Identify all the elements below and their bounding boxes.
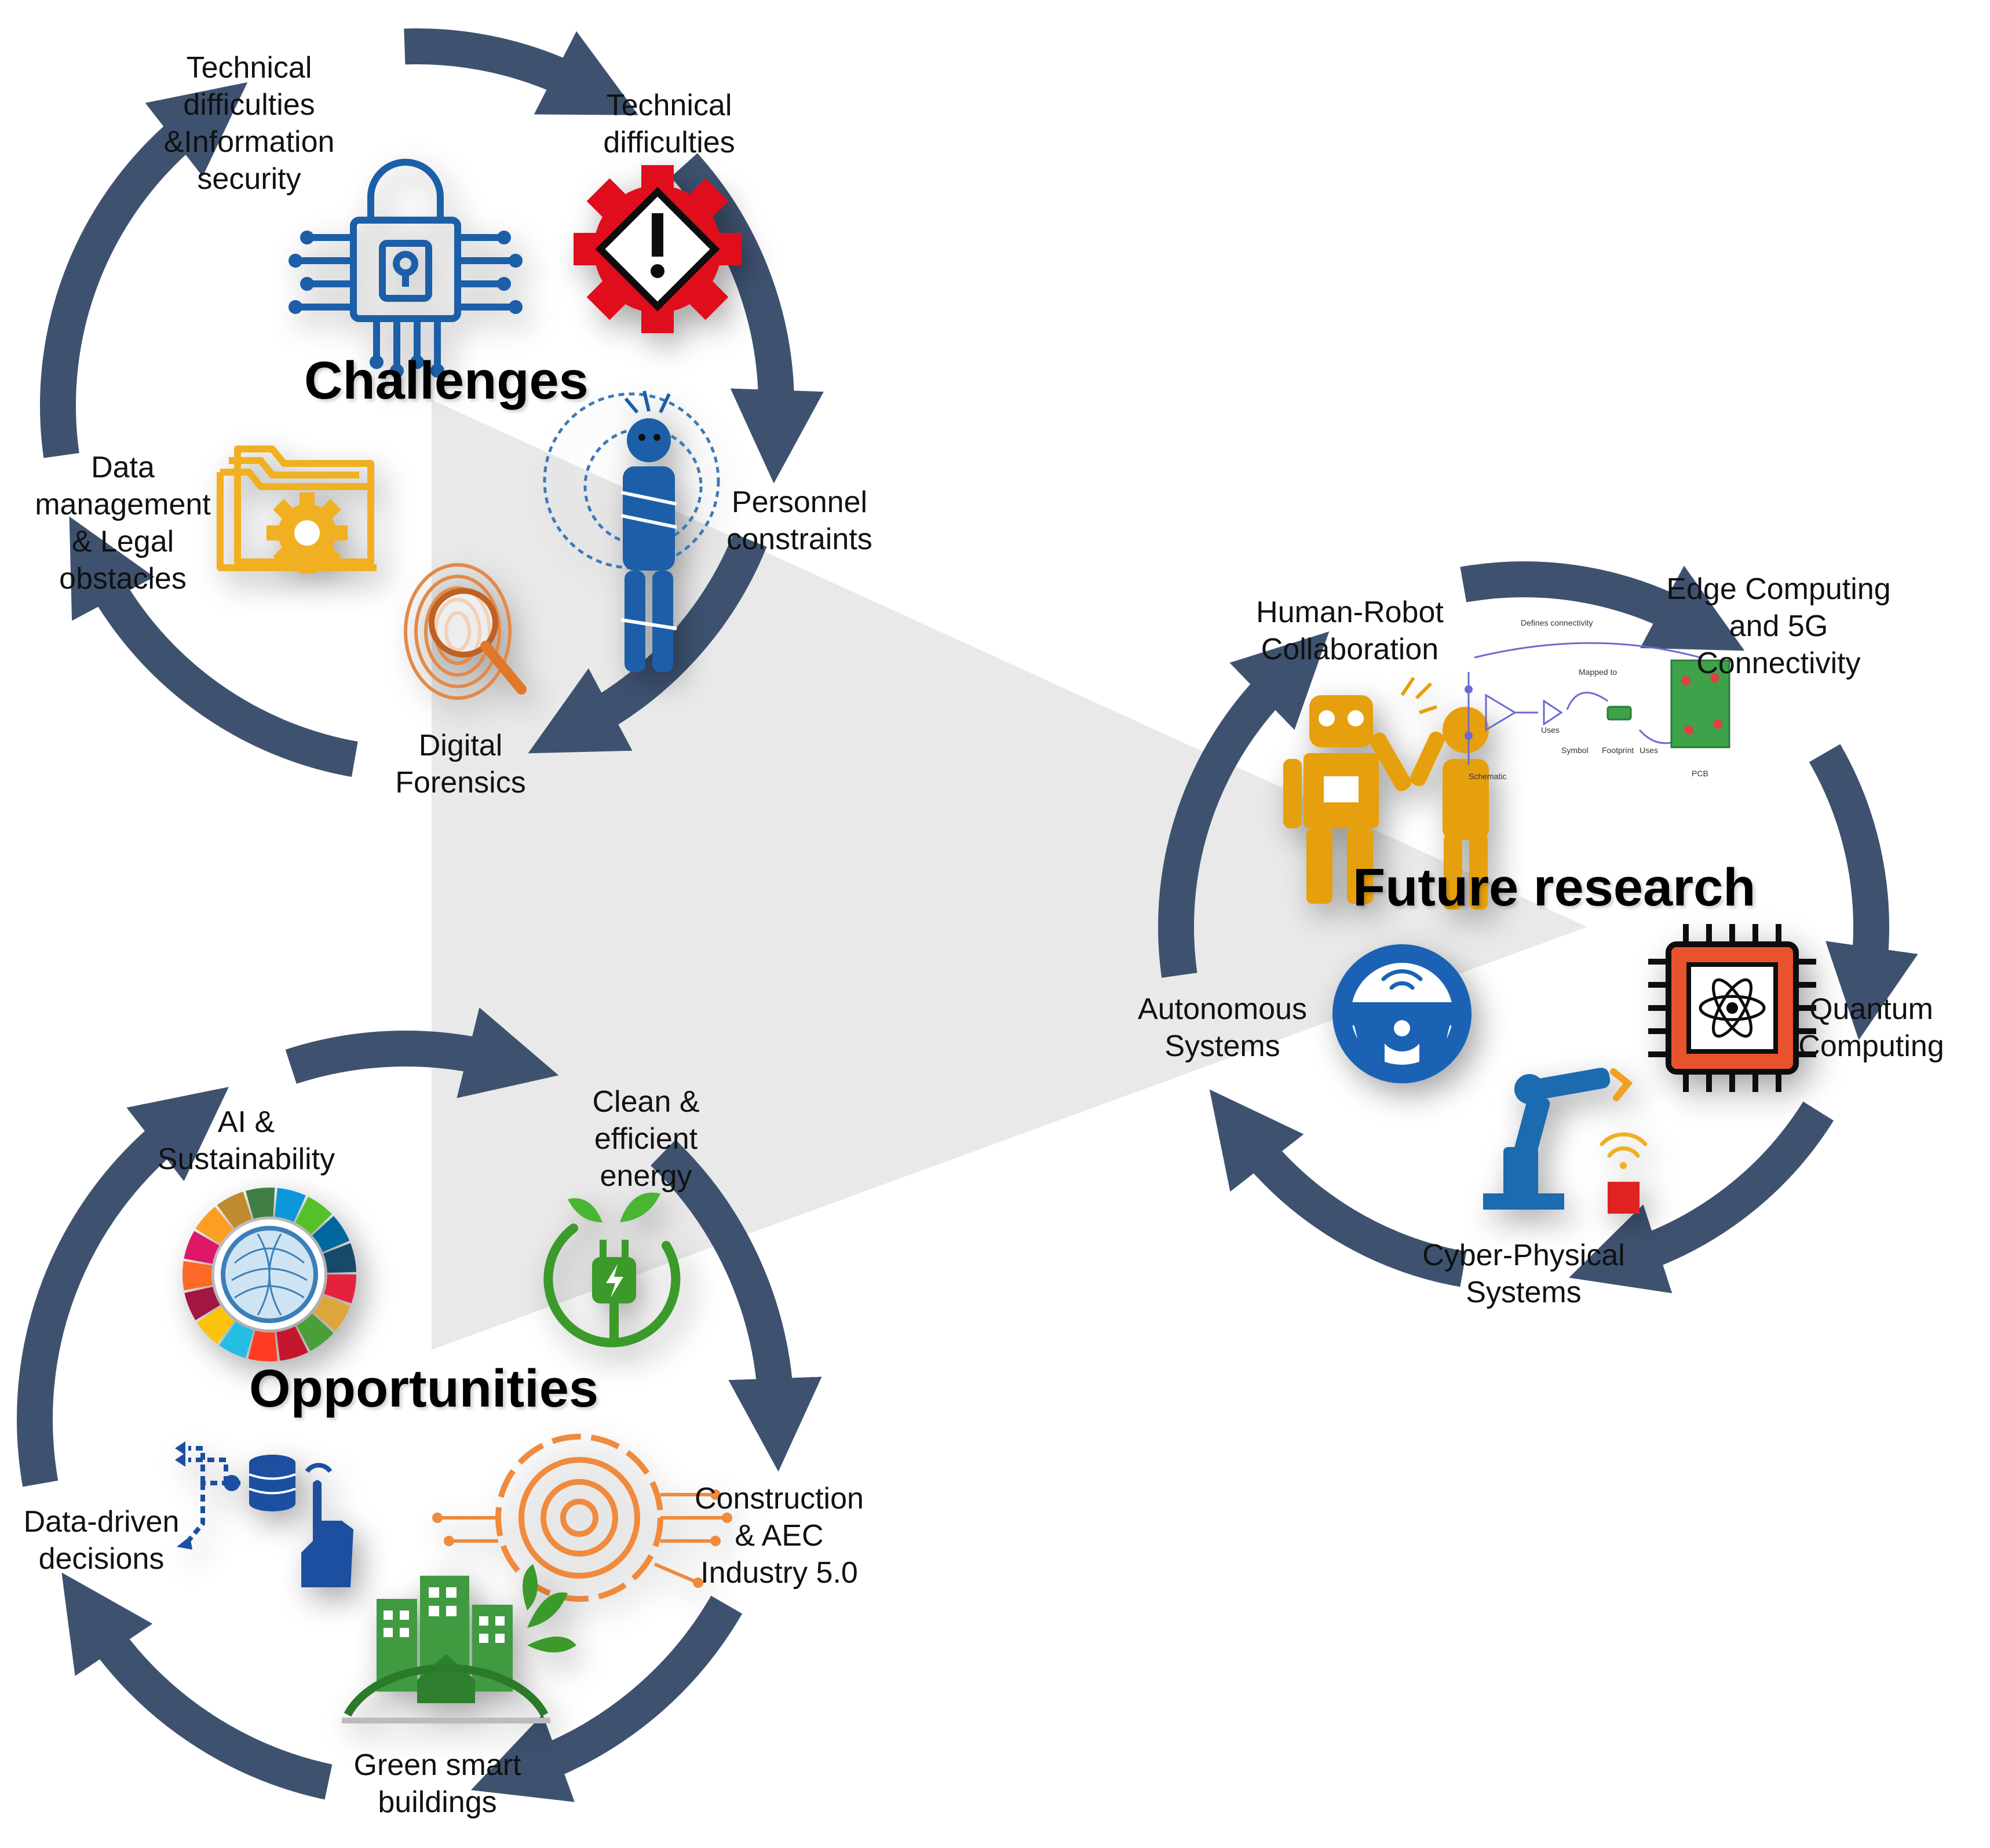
sdg-segment: [275, 1188, 306, 1222]
arrow-opp-2: [651, 1140, 822, 1472]
label-digital-forensics: Digital Forensics: [395, 729, 526, 799]
label-ai-sustainability: AI & Sustainability: [157, 1105, 335, 1176]
sdg-segment: [295, 1196, 332, 1235]
bound-person-icon: [543, 390, 720, 672]
sdg-segment: [182, 1261, 213, 1291]
schematic-label: Schematic: [1469, 772, 1506, 781]
sdg-segment: [248, 1330, 277, 1361]
database-touch-icon: [175, 1441, 353, 1587]
arrow-future-3: [1569, 1101, 1834, 1294]
label-personnel-constraints: Personnel constraints: [726, 485, 872, 556]
schematic-label: Footprint: [1602, 746, 1634, 755]
label-tech-infosec: Technical difficulties &Information secu…: [163, 51, 335, 196]
circuit-lock-icon: [289, 159, 523, 378]
label-data-management: Data management & Legal obstacles: [35, 451, 211, 596]
arrow-future-4: [1209, 1089, 1467, 1287]
sdg-wheel-icon: [182, 1188, 356, 1361]
label-tech-difficulties: Technical difficulties: [603, 89, 735, 159]
sdg-segment: [217, 1192, 252, 1229]
future-research-title: Future research: [1353, 858, 1756, 917]
opportunities-title: Opportunities: [249, 1359, 599, 1418]
warning-gear-icon: [574, 165, 742, 333]
schematic-label: PCB: [1692, 769, 1708, 778]
sdg-segment: [276, 1326, 308, 1361]
arrow-challenges-1: [404, 28, 639, 115]
arrow-future-2: [1809, 744, 1918, 1040]
cycle-arrows: [17, 28, 1918, 1802]
schematic-label: Symbol: [1561, 746, 1589, 755]
label-edge-computing: Edge Computing and 5G Connectivity: [1666, 572, 1891, 680]
sdg-segment: [324, 1274, 356, 1304]
schematic-label: Uses: [1541, 725, 1560, 735]
sdg-segment: [312, 1215, 350, 1252]
schematic-label: Defines connectivity: [1521, 618, 1593, 627]
eco-plug-icon: [543, 1192, 681, 1347]
sdg-segment: [184, 1230, 220, 1264]
sdg-segment: [195, 1207, 233, 1244]
sdg-segment: [196, 1306, 235, 1344]
challenges-title: Challenges: [304, 351, 589, 410]
quantum-chip-icon: [1648, 924, 1816, 1092]
steering-wheel-icon: [1332, 944, 1471, 1083]
arrow-opp-3: [470, 1595, 743, 1802]
arrow-future-5: [1158, 631, 1330, 978]
folder-gear-icon: [217, 445, 377, 574]
gear-circuit-icon: [432, 1434, 732, 1602]
green-buildings-icon: [342, 1564, 576, 1723]
label-green-buildings: Green smart buildings: [353, 1748, 521, 1819]
sdg-segment: [184, 1287, 220, 1320]
robot-arm-icon: [1483, 1068, 1648, 1214]
schematic-label: Uses: [1640, 746, 1658, 755]
label-construction-aec: Construction & AEC Industry 5.0: [695, 1482, 864, 1590]
sdg-segment: [323, 1243, 356, 1273]
label-autonomous-systems: Autonomous Systems: [1138, 992, 1307, 1063]
label-data-driven: Data-driven decisions: [23, 1505, 180, 1576]
arrow-challenges-4: [69, 516, 358, 777]
schematic-label: Mapped to: [1579, 667, 1617, 677]
label-clean-energy: Clean & efficient energy: [592, 1085, 700, 1193]
arrow-opp-5: [17, 1087, 229, 1487]
label-cyber-physical: Cyber-Physical Systems: [1422, 1239, 1625, 1309]
sdg-segment: [219, 1321, 254, 1358]
label-quantum-computing: Quantum Computing: [1798, 992, 1944, 1063]
arrow-challenges-5: [40, 82, 248, 458]
arrow-opp-4: [61, 1572, 333, 1800]
central-triangle: [432, 400, 1587, 1350]
fingerprint-icon: [404, 563, 527, 700]
sdg-segment: [313, 1295, 350, 1331]
sdg-segment: [245, 1188, 275, 1219]
sdg-segment: [297, 1313, 334, 1352]
arrow-future-1: [1460, 561, 1745, 651]
arrow-opp-1: [285, 1007, 559, 1098]
label-human-robot: Human-Robot Collaboration: [1256, 596, 1444, 666]
arrow-challenges-3: [528, 533, 767, 754]
robot-human-icon: [1283, 677, 1489, 910]
